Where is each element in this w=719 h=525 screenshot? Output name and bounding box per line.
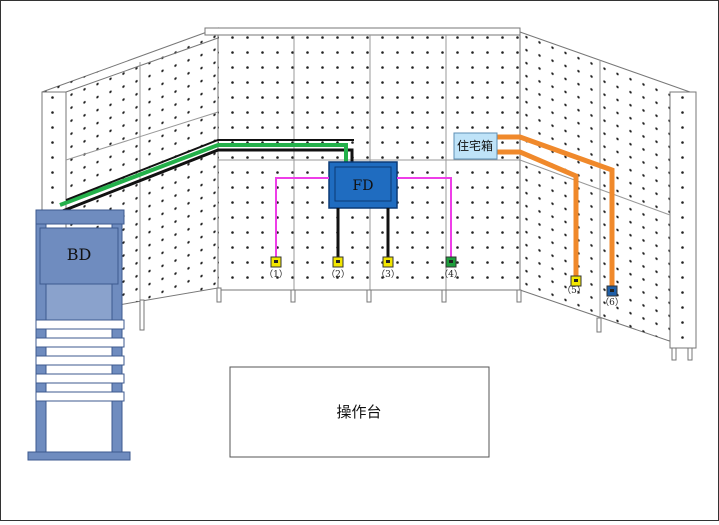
outlet-label: （5） [562,285,586,296]
bd-rack: BD [27,209,131,461]
home-box-label: 住宅箱 [457,138,493,153]
horizontal-cables [275,177,452,257]
outlet-4: （4） [439,256,463,280]
outlet-group: （1） （2） （3） （4） （5） （6） [264,256,624,308]
outlet-5: （5） [562,275,586,296]
outlet-1: （1） [264,256,288,280]
fd-box: FD [328,161,398,209]
wall-legs [139,287,693,361]
home-box-group: 住宅箱 [453,132,615,286]
bd-label: BD [67,245,92,264]
green-backbone-cable [59,139,354,214]
workbench-label: 操作台 [336,403,381,421]
right-wall-panel [519,31,697,349]
back-wall-panel [204,27,521,291]
outlet-label: （2） [326,269,350,280]
outlet-label: （1） [264,269,288,280]
workbench: 操作台 [229,366,490,458]
outlet-2: （2） [326,256,350,280]
fd-label: FD [353,178,374,194]
outlet-label: （6） [600,297,624,308]
outlet-label: （3） [376,269,400,280]
outlet-label: （4） [439,269,463,280]
outlet-6: （6） [600,285,624,308]
outlet-3: （3） [376,256,400,280]
